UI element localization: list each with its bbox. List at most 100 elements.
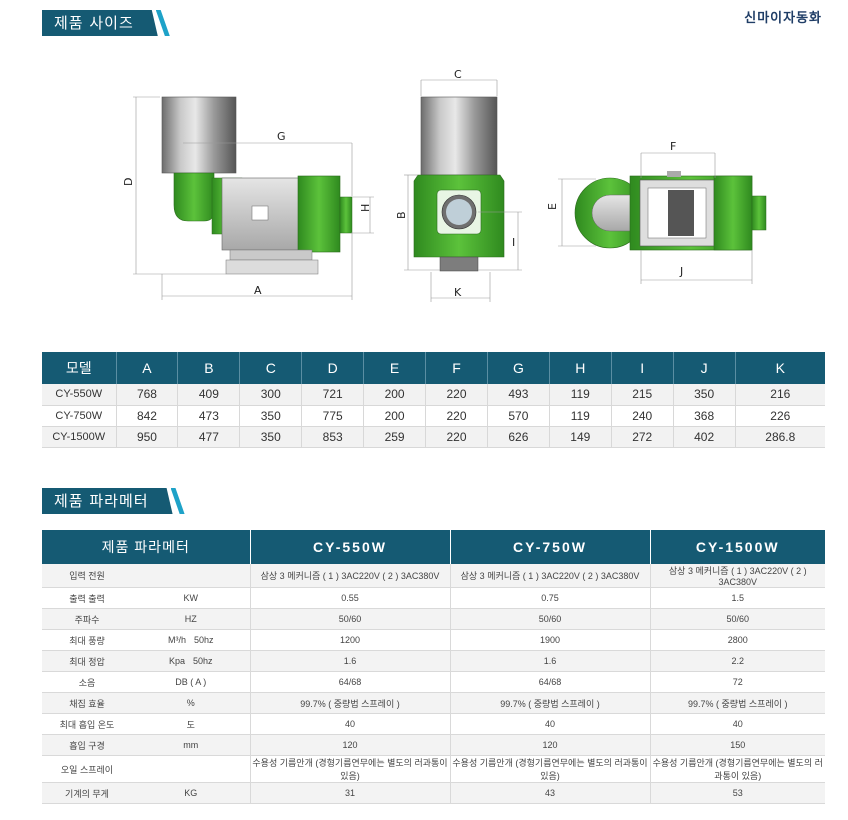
table-cell: CY-1500W bbox=[42, 426, 117, 448]
size-col-header: G bbox=[487, 352, 550, 384]
size-table: 모델 A B C D E F G H I J K CY-550W 768 409… bbox=[42, 352, 825, 448]
table-row: CY-550W 768 409 300 721 200 220 493 119 … bbox=[42, 384, 825, 406]
model-header: CY-750W bbox=[449, 530, 650, 564]
param-unit: KG bbox=[184, 788, 198, 798]
param-value: 삼상 3 메커니즘 ( 1 ) 3AC220V ( 2 ) 3AC380V bbox=[650, 564, 825, 588]
param-unit-cell: 도 bbox=[132, 713, 251, 735]
table-cell: 240 bbox=[611, 405, 674, 427]
parameter-table: 제품 파라메터 CY-550W CY-750W CY-1500W 입력 전원 삼상… bbox=[42, 530, 825, 804]
size-col-header: C bbox=[239, 352, 303, 384]
size-section-tab: 제품 사이즈 bbox=[42, 10, 170, 36]
table-cell: 119 bbox=[549, 384, 612, 406]
param-name: 주파수 bbox=[42, 608, 132, 630]
param-value: 50/60 bbox=[450, 608, 651, 630]
size-col-header: 모델 bbox=[42, 352, 117, 384]
brand-name: 신마이자동화 bbox=[744, 11, 822, 26]
param-value: 0.75 bbox=[450, 587, 651, 609]
table-cell: 350 bbox=[239, 405, 303, 427]
table-cell: 216 bbox=[735, 384, 825, 406]
param-value: 2800 bbox=[650, 629, 825, 651]
model-header: CY-550W bbox=[249, 530, 450, 564]
param-unit-cell: mm bbox=[132, 734, 251, 756]
param-name: 입력 전원 bbox=[42, 564, 132, 588]
param-unit: % bbox=[186, 698, 195, 708]
param-value: 120 bbox=[450, 734, 651, 756]
param-value: 120 bbox=[250, 734, 451, 756]
param-unit: M³/h bbox=[167, 635, 186, 645]
table-cell: 259 bbox=[363, 426, 427, 448]
table-cell: 286.8 bbox=[735, 426, 825, 448]
param-header-label: 제품 파라메터 bbox=[42, 530, 250, 564]
dim-label-k: K bbox=[454, 286, 462, 299]
tab-stripe-accent bbox=[155, 10, 170, 36]
size-col-header: D bbox=[301, 352, 365, 384]
dim-label-a: A bbox=[254, 284, 262, 297]
param-name: 최대 흡입 온도 bbox=[42, 713, 132, 735]
table-cell: 842 bbox=[116, 405, 179, 427]
param-table-header-row: 제품 파라메터 CY-550W CY-750W CY-1500W bbox=[42, 530, 825, 564]
tab-stripe bbox=[162, 488, 173, 514]
table-cell: 626 bbox=[487, 426, 550, 448]
size-col-header: I bbox=[611, 352, 674, 384]
table-cell: 200 bbox=[363, 405, 427, 427]
size-col-header: K bbox=[735, 352, 825, 384]
table-row: 채집 효율%99.7% ( 중량법 스프레이 )99.7% ( 중량법 스프레이… bbox=[42, 692, 825, 714]
param-name: 기계의 무게 bbox=[42, 782, 132, 804]
param-value: 1.5 bbox=[650, 587, 825, 609]
dim-label-h: H bbox=[359, 204, 372, 212]
size-col-header: A bbox=[116, 352, 179, 384]
table-cell: 853 bbox=[301, 426, 365, 448]
table-cell: 220 bbox=[425, 426, 488, 448]
table-cell: 220 bbox=[425, 384, 488, 406]
param-unit-cell: HZ bbox=[132, 608, 251, 630]
param-value: 99.7% ( 중량법 스프레이 ) bbox=[450, 692, 651, 714]
param-value: 72 bbox=[650, 671, 825, 693]
param-name: 최대 풍량 bbox=[42, 629, 132, 651]
param-value: 40 bbox=[250, 713, 451, 735]
param-value: 40 bbox=[450, 713, 651, 735]
table-cell: CY-750W bbox=[42, 405, 117, 427]
table-cell: 493 bbox=[487, 384, 550, 406]
dim-label-e: E bbox=[546, 203, 559, 210]
param-value: 99.7% ( 중량법 스프레이 ) bbox=[250, 692, 451, 714]
table-cell: 350 bbox=[673, 384, 736, 406]
param-name: 소음 bbox=[42, 671, 132, 693]
param-value: 50/60 bbox=[250, 608, 451, 630]
param-unit: HZ bbox=[184, 614, 197, 624]
param-name: 최대 정압 bbox=[42, 650, 132, 672]
param-unit: Kpa bbox=[168, 656, 185, 666]
top-view-drawing bbox=[558, 152, 767, 284]
table-cell: 570 bbox=[487, 405, 550, 427]
param-unit-condition: 50hz bbox=[192, 656, 213, 666]
param-value: 삼상 3 메커니즘 ( 1 ) 3AC220V ( 2 ) 3AC380V bbox=[250, 564, 451, 588]
table-row: 입력 전원 삼상 3 메커니즘 ( 1 ) 3AC220V ( 2 ) 3AC38… bbox=[42, 564, 825, 588]
param-value: 53 bbox=[650, 782, 825, 804]
tab-stripe bbox=[147, 10, 158, 36]
param-unit: 도 bbox=[186, 719, 195, 730]
size-section-title: 제품 사이즈 bbox=[42, 10, 148, 36]
param-section-tab: 제품 파라메터 bbox=[42, 488, 185, 514]
param-section-title: 제품 파라메터 bbox=[42, 488, 163, 514]
param-value: 1.6 bbox=[250, 650, 451, 672]
param-value: 31 bbox=[250, 782, 451, 804]
param-name: 흡입 구경 bbox=[42, 734, 132, 756]
param-unit: DB ( A ) bbox=[175, 677, 207, 687]
table-cell: 409 bbox=[177, 384, 241, 406]
param-unit-cell bbox=[132, 564, 251, 588]
table-cell: 149 bbox=[549, 426, 612, 448]
table-cell: 721 bbox=[301, 384, 365, 406]
size-table-header-row: 모델 A B C D E F G H I J K bbox=[42, 352, 825, 384]
param-name: 출력 출력 bbox=[42, 587, 132, 609]
size-col-header: H bbox=[549, 352, 612, 384]
table-cell: 350 bbox=[239, 426, 303, 448]
param-name: 오일 스프레이 bbox=[42, 755, 132, 783]
param-value: 수용성 기름안개 (경형기름연무에는 별도의 러과통이 있음) bbox=[450, 755, 651, 783]
dim-label-d: D bbox=[122, 178, 135, 186]
param-value: 1.6 bbox=[450, 650, 651, 672]
